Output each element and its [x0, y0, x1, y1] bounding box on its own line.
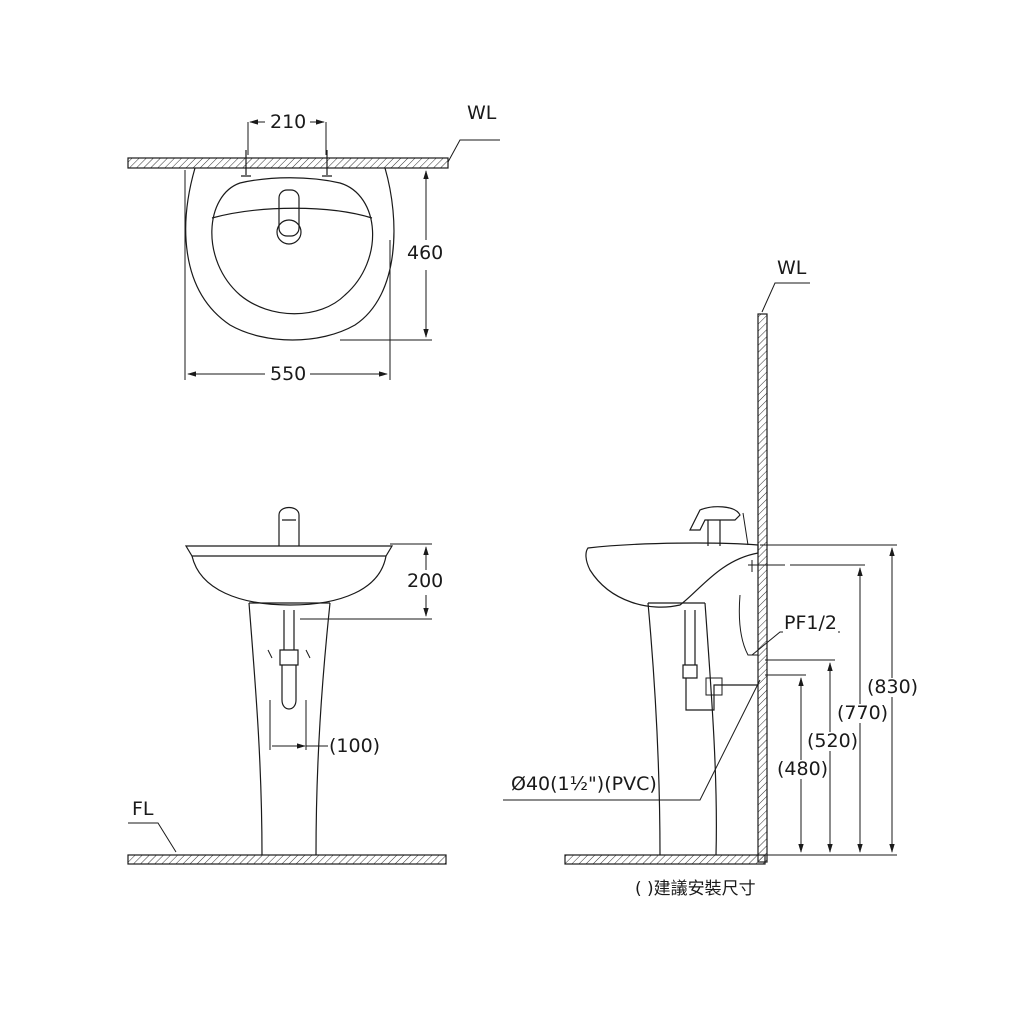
front-basin-bowl	[191, 555, 387, 606]
front-pedestal	[248, 602, 331, 856]
side-wall-label: WL	[776, 257, 808, 279]
top-wall-label: WL	[466, 102, 498, 124]
side-supply	[738, 594, 758, 656]
side-view	[503, 282, 897, 865]
top-wall-leader	[447, 139, 500, 163]
top-faucet-body	[278, 189, 300, 237]
top-basin-rim-line	[211, 207, 373, 219]
front-faucet	[278, 506, 300, 546]
top-wall-hatch	[127, 157, 449, 169]
floor-label: FL	[132, 798, 154, 820]
side-pedestal	[647, 602, 717, 856]
supply-connection-label: PF1/2	[783, 612, 838, 634]
trap-offset-label: (100)	[328, 735, 382, 757]
top-bolt-right	[322, 150, 332, 177]
top-basin-outer	[185, 167, 395, 341]
side-faucet	[689, 506, 741, 546]
side-wall-leader	[761, 282, 810, 313]
top-faucet-base	[276, 219, 302, 245]
depth-label: 460	[406, 242, 445, 264]
front-view	[127, 506, 447, 865]
width-label: 550	[269, 363, 308, 385]
side-wall-hatch	[757, 313, 768, 863]
bowl-height-label: 200	[406, 570, 445, 592]
front-floor-hatch	[127, 854, 447, 865]
height-770-label: (770)	[836, 702, 890, 724]
side-basin	[585, 542, 759, 608]
front-floor-leader	[128, 822, 177, 853]
height-480-label: (480)	[776, 758, 830, 780]
front-trap	[279, 610, 299, 710]
side-floor-hatch	[564, 854, 766, 865]
top-bolt-left	[241, 150, 251, 177]
faucet-spacing-label: 210	[269, 111, 308, 133]
top-basin-inner	[211, 177, 374, 315]
drain-pipe-label: Ø40(1½")(PVC)	[511, 773, 657, 795]
height-520-label: (520)	[806, 730, 860, 752]
side-trap	[682, 610, 758, 711]
footnote: ( )建議安裝尺寸	[635, 879, 756, 899]
front-basin-rim	[184, 545, 394, 557]
height-830-label: (830)	[866, 676, 920, 698]
top-view	[127, 119, 500, 380]
